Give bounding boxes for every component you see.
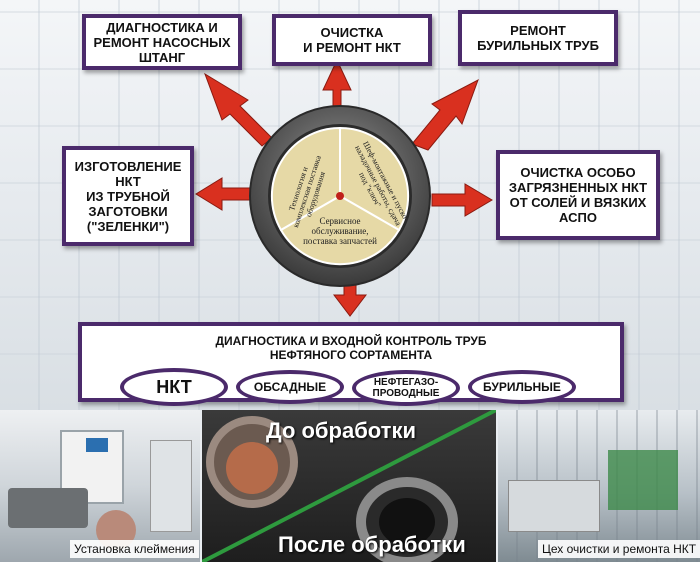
pill-tubing: НКТ — [120, 368, 228, 406]
segment-bottom-label: Сервисное обслуживание, поставка запчаст… — [303, 216, 377, 246]
pill-pipeline: НЕФТЕГАЗО- ПРОВОДНЫЕ — [352, 370, 460, 406]
arrow-top-right — [411, 78, 479, 151]
diagram-graphics — [195, 58, 493, 317]
photo-tubing-workshop: Цех очистки и ремонта НКТ — [498, 410, 700, 562]
segment-right — [339, 126, 410, 232]
arrow-top-left — [204, 72, 273, 147]
divider-diagonal — [202, 410, 496, 562]
box-drill-pipe-repair: РЕМОНТ БУРИЛЬНЫХ ТРУБ — [458, 10, 618, 66]
box-rod-diagnostics: ДИАГНОСТИКА И РЕМОНТ НАСОСНЫХ ШТАНГ — [82, 14, 242, 70]
segment-bottom — [279, 194, 401, 266]
box-tubing-manufacturing: ИЗГОТОВЛЕНИЕ НКТ ИЗ ТРУБНОЙ ЗАГОТОВКИ ("… — [62, 146, 194, 246]
arrow-right — [431, 183, 493, 217]
segment-left — [270, 126, 341, 232]
center-dot — [336, 192, 344, 200]
pill-casing: ОБСАДНЫЕ — [236, 370, 344, 404]
caption-tubing-workshop: Цех очистки и ремонта НКТ — [538, 540, 700, 558]
arrow-left — [195, 177, 256, 211]
caption-before: До обработки — [266, 418, 416, 443]
photo-before-after: До обработки После обработки — [202, 410, 496, 562]
box-heavy-cleaning: ОЧИСТКА ОСОБО ЗАГРЯЗНЕННЫХ НКТ ОТ СОЛЕЙ … — [496, 150, 660, 240]
caption-marking-unit: Установка клеймения — [70, 540, 199, 558]
box-tubing-cleaning: ОЧИСТКА И РЕМОНТ НКТ — [272, 14, 432, 66]
before-after-graphics — [202, 410, 496, 562]
pill-drill: БУРИЛЬНЫЕ — [468, 370, 576, 404]
caption-after: После обработки — [278, 532, 466, 557]
photo-marking-unit: Установка клеймения — [0, 410, 200, 562]
